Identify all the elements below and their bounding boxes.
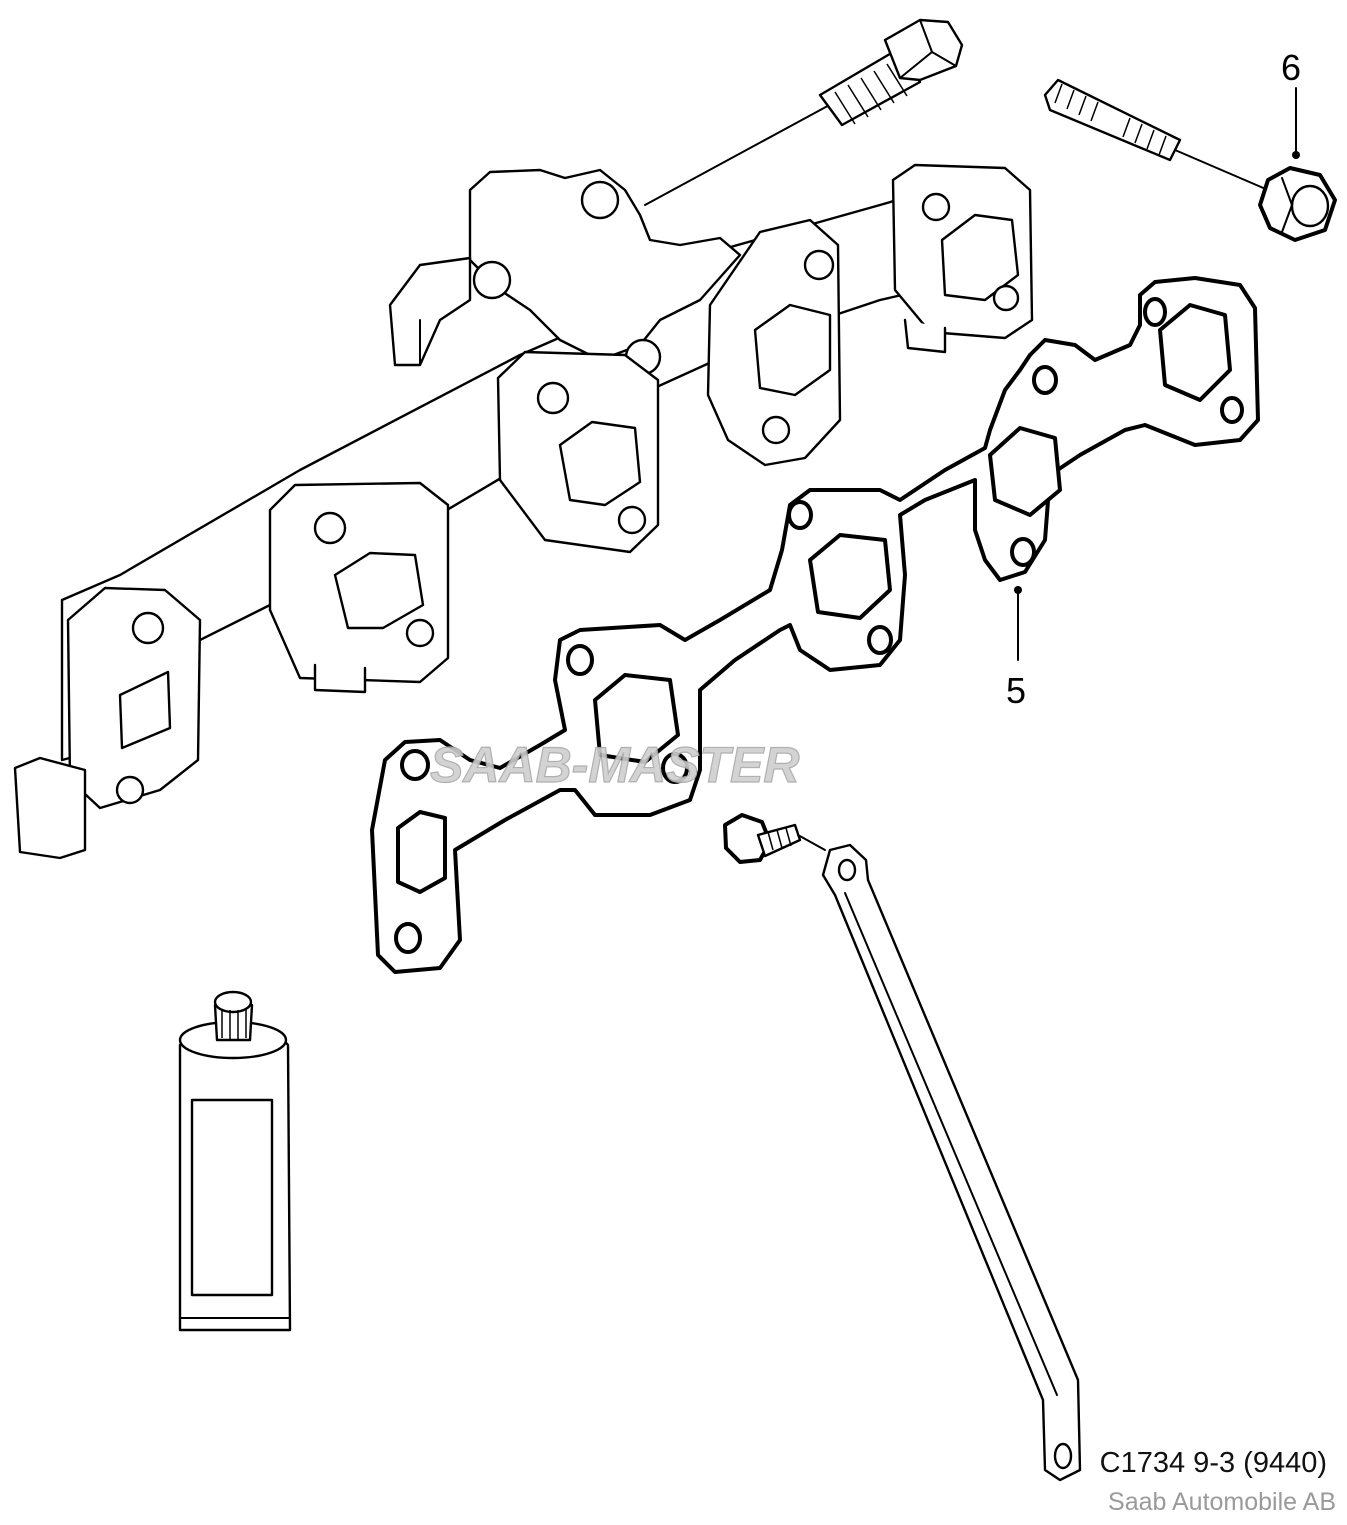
exhaust-manifold bbox=[13, 163, 1034, 860]
saab-master-watermark: SAAB-MASTER bbox=[430, 737, 799, 793]
stud-and-nut bbox=[1043, 78, 1337, 242]
manifold-bolt bbox=[644, 18, 964, 206]
callout-label-5: 5 bbox=[1006, 670, 1026, 711]
callout-5: 5 bbox=[1006, 586, 1026, 711]
support-bracket bbox=[821, 843, 1082, 1482]
callout-6: 6 bbox=[1281, 47, 1301, 159]
sealant-tube bbox=[178, 990, 292, 1332]
diagram-code-label: C1734 9-3 (9440) bbox=[1100, 1447, 1327, 1479]
copyright-label: Saab Automobile AB bbox=[1108, 1488, 1336, 1516]
callout-label-6: 6 bbox=[1281, 47, 1301, 88]
exhaust-manifold-gasket bbox=[370, 276, 1260, 974]
flange-nut bbox=[1258, 166, 1337, 242]
support-bolt bbox=[723, 813, 826, 864]
